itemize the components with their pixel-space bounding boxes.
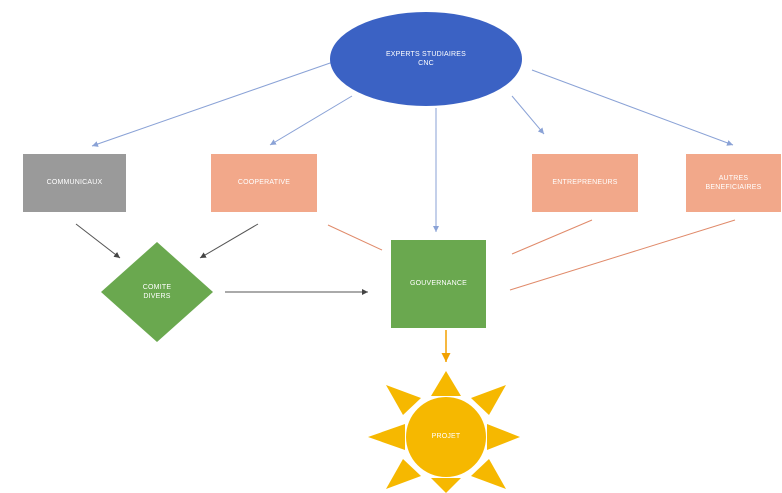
node-diamond [101,242,213,342]
node-top-ellipse [330,12,522,106]
edge-top-to-mid-left [269,95,353,146]
sun-ray-bottom [431,478,461,493]
edge-right-to-center [509,219,736,291]
sun-core [406,397,486,477]
edge-midleft-to-center [327,224,383,251]
edge-top-to-left [91,61,334,147]
node-mid-left-box [211,154,317,212]
edge-top-to-right [531,69,734,146]
node-center-box [391,240,486,328]
sun-ray-bottom-left [386,459,421,489]
sun-ray-right [487,424,520,450]
sun-ray-left [368,424,405,450]
sun-ray-top-left [386,385,421,415]
edge-top-to-mid-right [511,95,545,135]
edge-midright-to-center [511,219,593,255]
node-left-box [23,154,126,212]
sun-ray-bottom-right [471,459,506,489]
node-mid-right-box [532,154,638,212]
sun-ray-top-right [471,385,506,415]
node-right-box [686,154,781,212]
node-sun [368,371,520,493]
edge-left-to-diamond [75,223,121,259]
sun-ray-top [431,371,461,396]
edge-midleft-to-diamond [199,223,259,259]
